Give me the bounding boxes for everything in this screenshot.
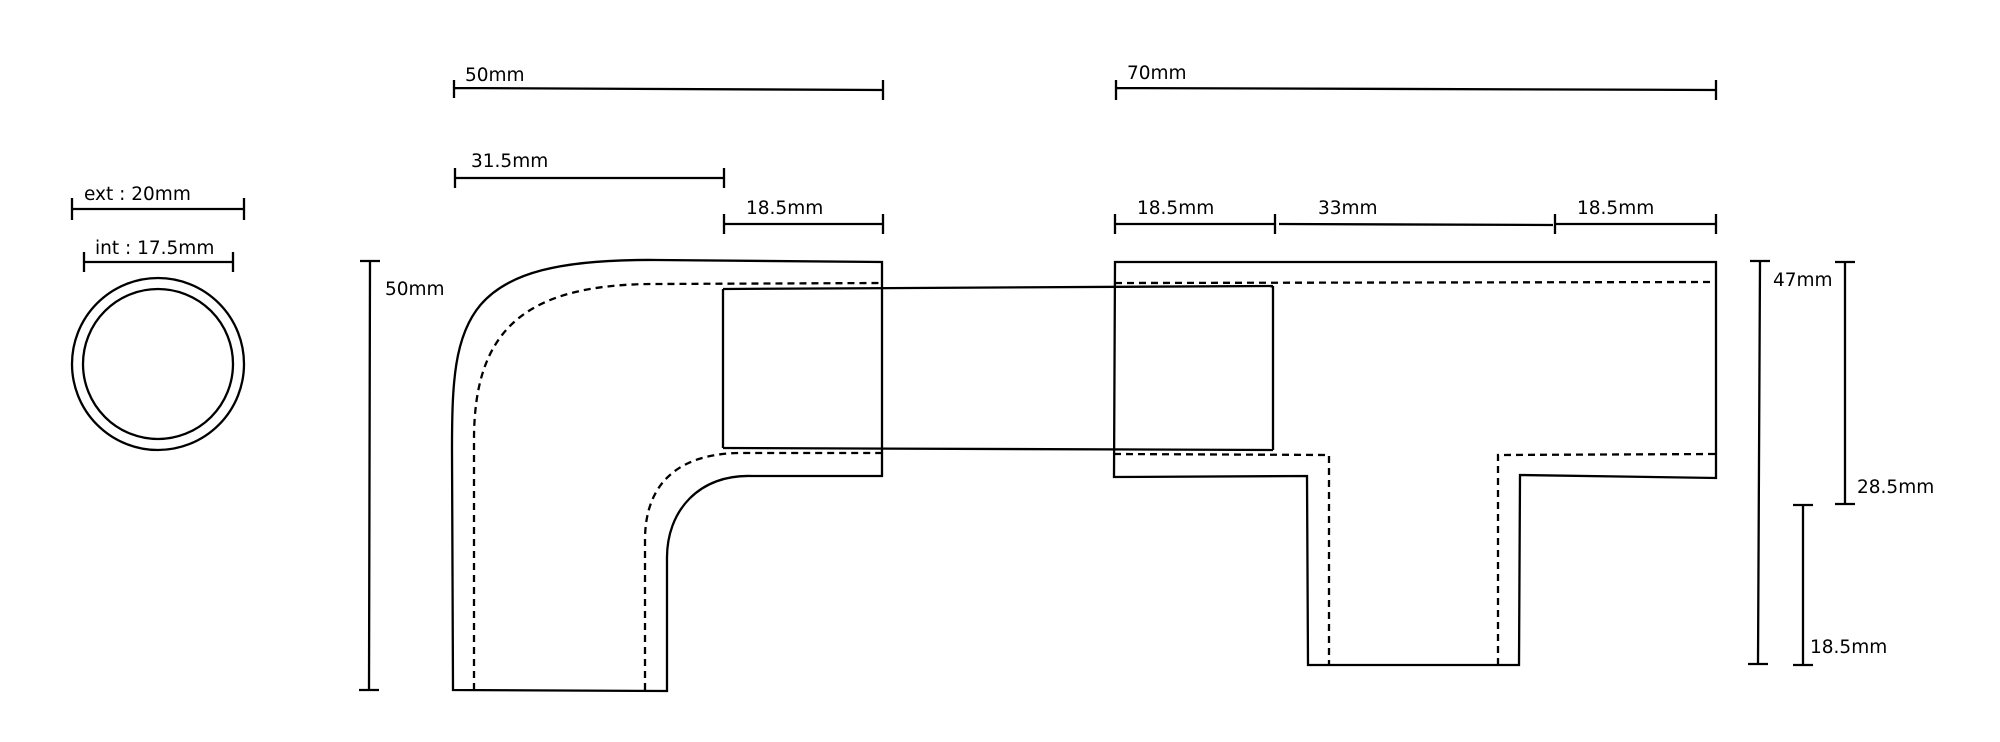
dimension-tee-width: 70mm bbox=[1114, 63, 1718, 100]
label-tube-int: int : 17.5mm bbox=[95, 238, 214, 259]
label-tee-left-socket: 18.5mm bbox=[1137, 198, 1214, 219]
dimension-tee-body: 28.5mm bbox=[1835, 260, 1934, 506]
dimension-tee-left-socket: 18.5mm bbox=[1113, 198, 1277, 234]
label-tee-body: 28.5mm bbox=[1857, 477, 1934, 498]
dimension-elbow-socket: 18.5mm bbox=[722, 198, 885, 234]
pipe-top-edge bbox=[722, 284, 1274, 291]
elbow-outline bbox=[450, 258, 884, 693]
tee-fitting: 70mm 18.5mm 33mm 18.5mm 47mm 28.5mm 18.5… bbox=[1112, 63, 1934, 667]
tee-inner-wall-left bbox=[1113, 452, 1331, 665]
label-tee-middle: 33mm bbox=[1318, 198, 1378, 219]
label-tee-height: 47mm bbox=[1773, 270, 1833, 291]
pipe-bottom-edge bbox=[722, 446, 1274, 452]
dimension-tube-int: int : 17.5mm bbox=[82, 238, 235, 272]
label-tee-right-socket: 18.5mm bbox=[1577, 198, 1654, 219]
dimension-tube-ext: ext : 20mm bbox=[70, 184, 246, 220]
dimension-tee-branch: 18.5mm bbox=[1793, 503, 1887, 667]
label-tee-branch: 18.5mm bbox=[1810, 637, 1887, 658]
dimension-tee-height: 47mm bbox=[1748, 259, 1833, 666]
connecting-pipe bbox=[721, 284, 1275, 452]
elbow-inner-wall-lower bbox=[643, 451, 882, 690]
label-elbow-socket: 18.5mm bbox=[746, 198, 823, 219]
label-tube-ext: ext : 20mm bbox=[84, 184, 191, 205]
tee-outline bbox=[1112, 260, 1718, 667]
dimension-elbow-height: 50mm bbox=[359, 259, 445, 692]
elbow-inner-wall bbox=[472, 281, 883, 690]
dimension-tee-middle: 33mm bbox=[1278, 198, 1554, 227]
label-elbow-height: 50mm bbox=[385, 279, 445, 300]
dimension-elbow-width: 50mm bbox=[452, 65, 885, 100]
tee-inner-wall-right bbox=[1496, 452, 1717, 665]
tube-inner-circle bbox=[81, 287, 235, 441]
label-elbow-inner: 31.5mm bbox=[471, 151, 548, 172]
tube-cross-section: ext : 20mm int : 17.5mm bbox=[70, 184, 246, 452]
tee-top-inner-wall bbox=[1114, 280, 1717, 285]
tube-outer-circle bbox=[70, 276, 246, 452]
label-elbow-width: 50mm bbox=[465, 65, 525, 86]
elbow-fitting: 50mm 50mm 31.5mm 18.5mm bbox=[359, 65, 885, 693]
dimension-elbow-inner: 31.5mm bbox=[453, 151, 726, 188]
dimension-tee-right-socket: 18.5mm bbox=[1553, 198, 1718, 234]
label-tee-width: 70mm bbox=[1127, 63, 1187, 84]
